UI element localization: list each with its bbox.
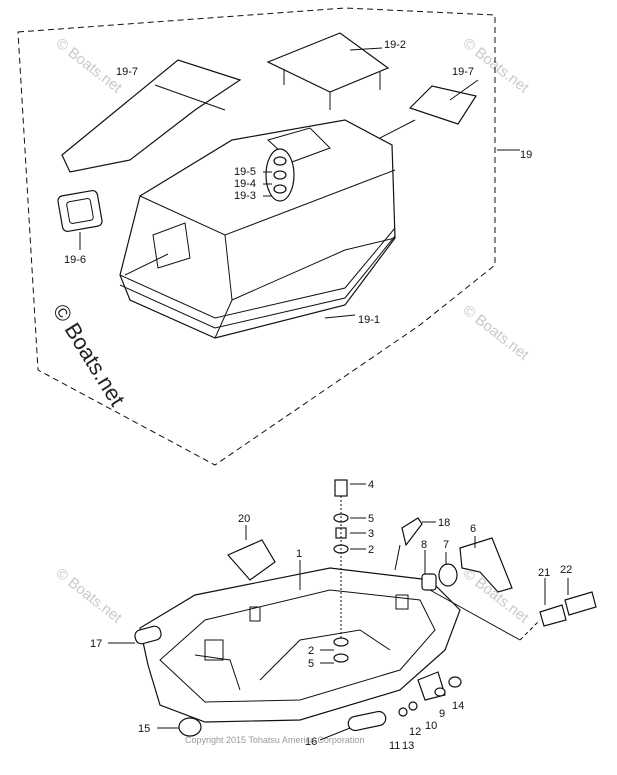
decal-left-19-7 xyxy=(61,59,242,173)
hardware-9-14 xyxy=(398,671,462,717)
label-5-lower: 5 xyxy=(308,658,314,670)
label-18: 18 xyxy=(438,517,450,529)
lid-19-2 xyxy=(266,32,390,110)
label-13: 13 xyxy=(402,740,414,752)
label-19-1: 19-1 xyxy=(358,314,380,326)
label-19-2: 19-2 xyxy=(384,39,406,51)
label-19-7-right: 19-7 xyxy=(452,66,474,78)
label-17: 17 xyxy=(90,638,102,650)
watermark-top-left: © Boats.net xyxy=(53,35,126,97)
label-5-upper: 5 xyxy=(368,513,374,525)
label-8: 8 xyxy=(421,539,427,551)
part-16 xyxy=(347,710,387,732)
label-19-3: 19-3 xyxy=(234,190,256,202)
label-4: 4 xyxy=(368,479,374,491)
watermark-main: © Boats.net xyxy=(48,299,130,410)
part-18 xyxy=(394,517,423,571)
part-15 xyxy=(178,717,202,737)
label-2-lower: 2 xyxy=(308,645,314,657)
label-14: 14 xyxy=(452,700,464,712)
bezel-19-6 xyxy=(57,189,103,233)
label-3: 3 xyxy=(368,528,374,540)
label-15: 15 xyxy=(138,723,150,735)
label-6: 6 xyxy=(470,523,476,535)
part-17 xyxy=(134,625,162,645)
part-8 xyxy=(421,573,437,591)
part-22 xyxy=(564,591,597,616)
label-7: 7 xyxy=(443,539,449,551)
label-12: 12 xyxy=(409,726,421,738)
watermark-low-left: © Boats.net xyxy=(53,565,126,627)
label-19-6: 19-6 xyxy=(64,254,86,266)
label-1: 1 xyxy=(296,548,302,560)
label-19-4: 19-4 xyxy=(234,178,256,190)
bolt-stack xyxy=(333,479,349,663)
grommet-stack xyxy=(265,148,295,202)
label-16: 16 xyxy=(305,736,317,748)
bottom-cowl-1 xyxy=(139,567,461,723)
label-19-5: 19-5 xyxy=(234,166,256,178)
copyright-notice: Copyright 2015 Tohatsu America Corporati… xyxy=(185,735,364,745)
top-cowl-19-1 xyxy=(119,119,396,339)
part-20 xyxy=(227,539,276,581)
label-11: 11 xyxy=(389,740,400,752)
label-22: 22 xyxy=(560,564,572,576)
label-19-7-left: 19-7 xyxy=(116,66,138,78)
leader-lines-lower xyxy=(108,483,569,741)
label-20: 20 xyxy=(238,513,250,525)
watermark-mid-right: © Boats.net xyxy=(460,302,533,364)
label-9: 9 xyxy=(439,708,445,720)
assembly-19-boundary xyxy=(17,7,496,466)
leader-lines-upper xyxy=(79,47,520,319)
label-21: 21 xyxy=(538,567,550,579)
part-7 xyxy=(438,563,458,587)
part-6 xyxy=(459,537,513,593)
label-2-upper: 2 xyxy=(368,544,374,556)
part-21 xyxy=(539,604,567,627)
label-10: 10 xyxy=(425,720,437,732)
label-19: 19 xyxy=(520,149,532,161)
decal-right-19-7 xyxy=(408,85,477,125)
